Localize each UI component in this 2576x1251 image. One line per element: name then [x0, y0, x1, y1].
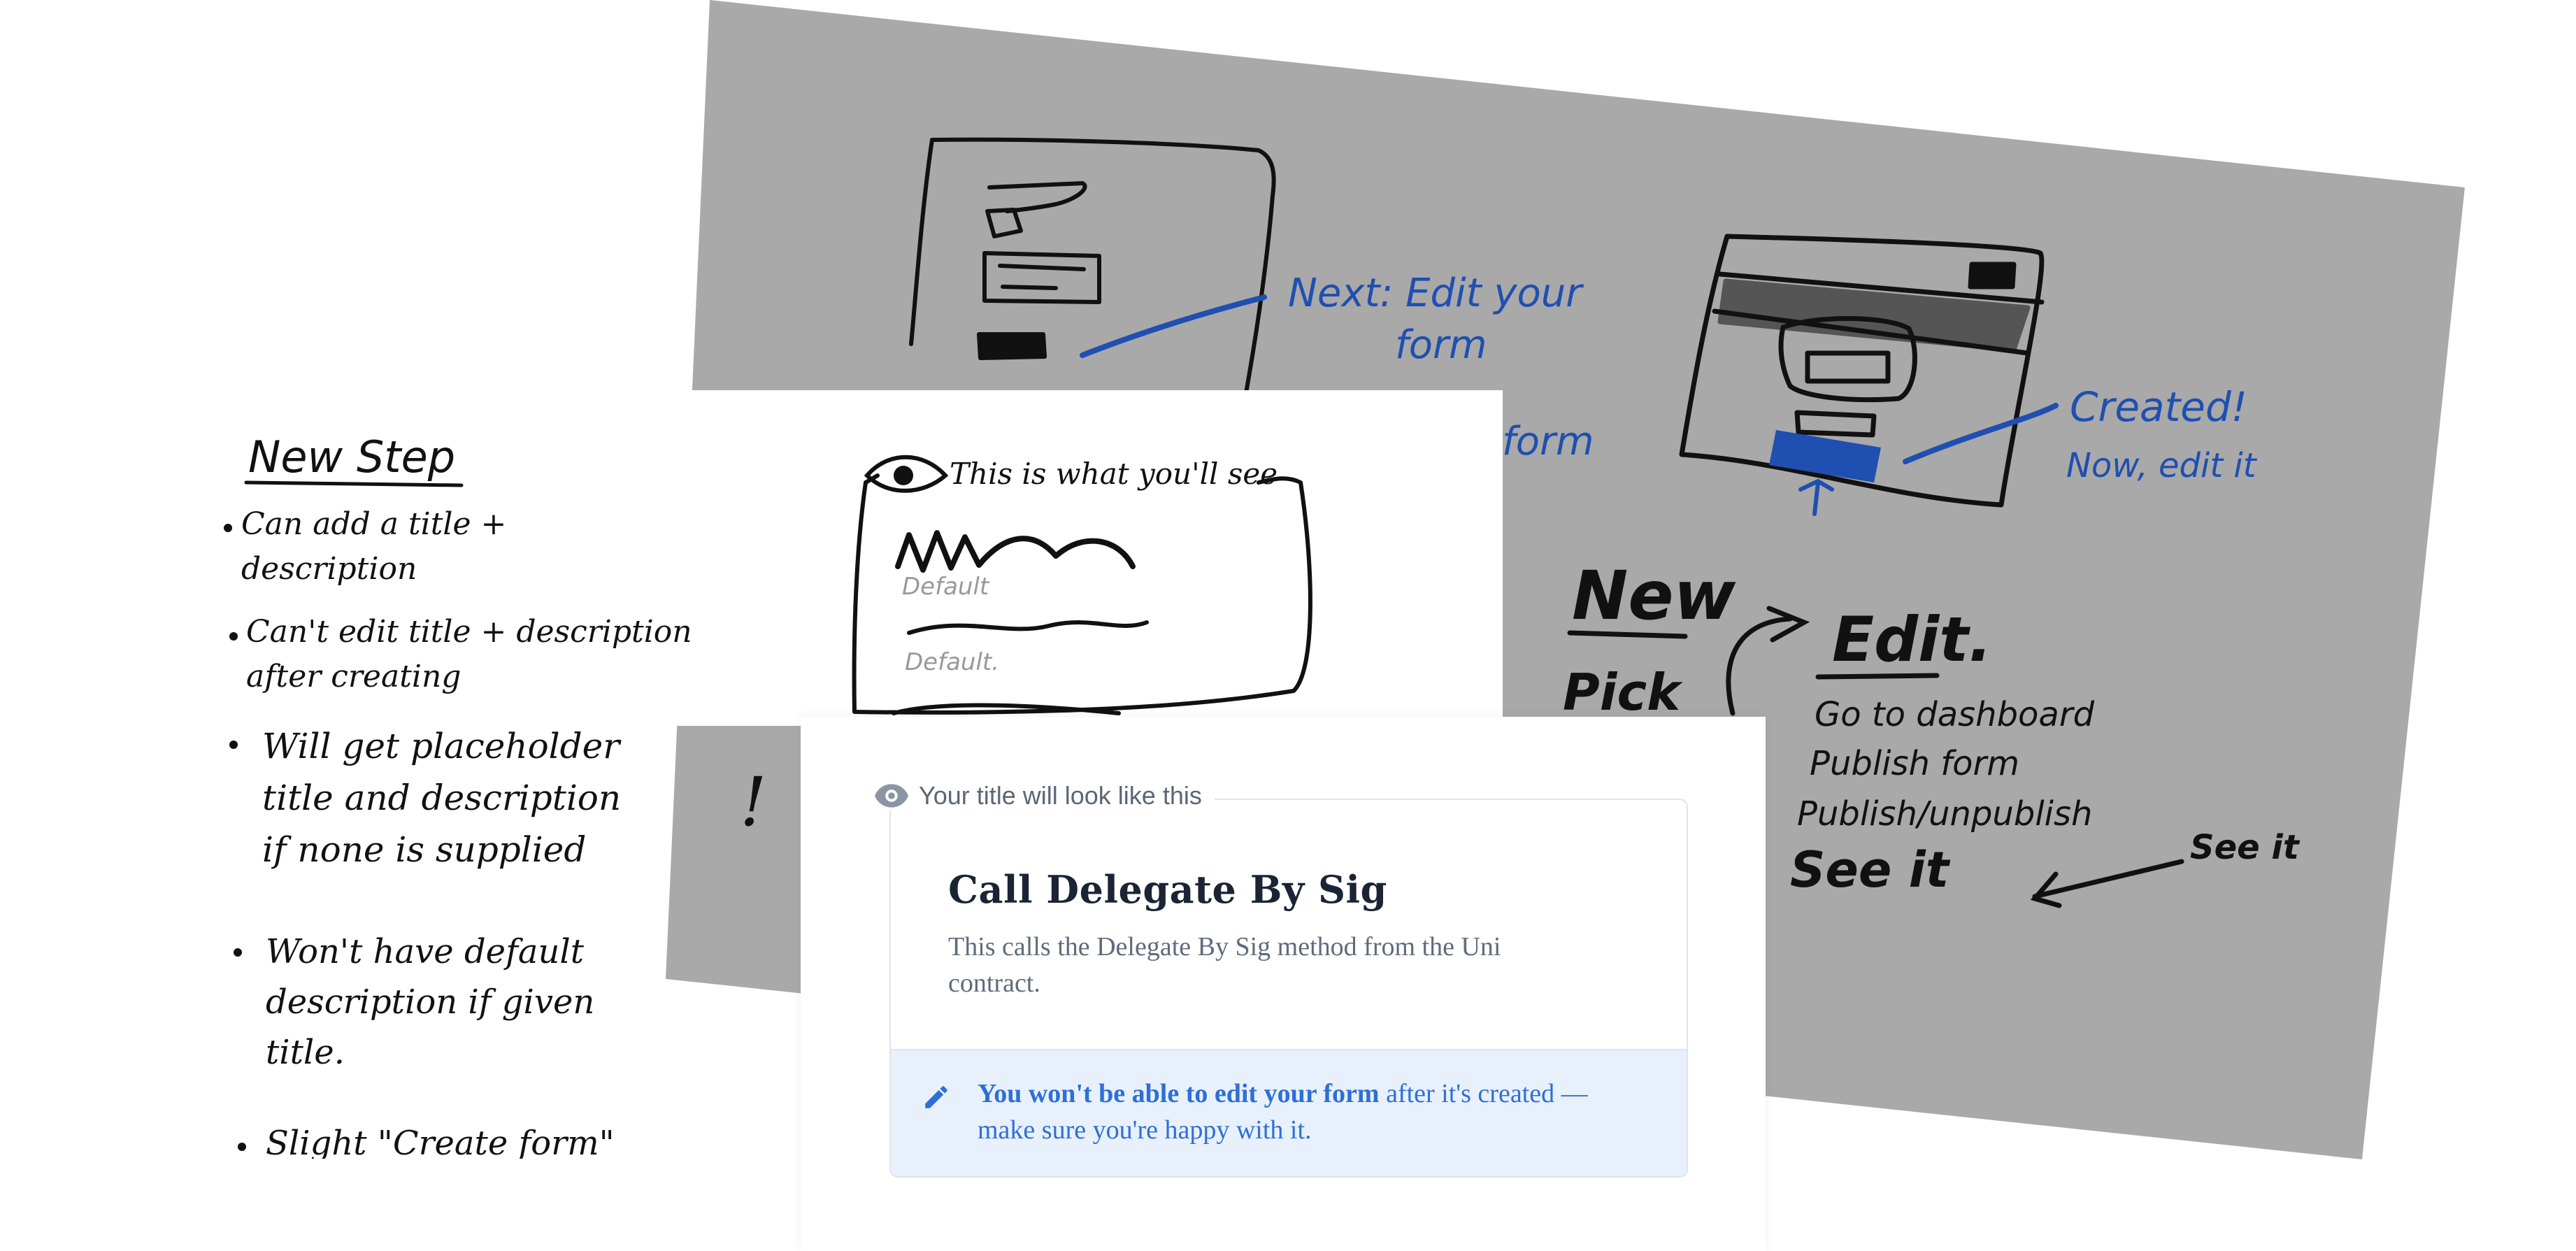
edit-step-3: Publish/unpublish [1797, 794, 2092, 834]
warning-rest: after it's created — make sure you're ha… [978, 1079, 1588, 1145]
note-bullet-3: Will get placeholder title and descripti… [262, 726, 622, 870]
note-bullet-2: Can't edit title + description after cre… [246, 614, 692, 694]
created-note-line1: Created! [2070, 383, 2247, 431]
note-bullet-5: Slight "Create form" [266, 1124, 615, 1159]
eye-icon [864, 455, 949, 493]
warning-text: You won't be able to edit your form afte… [978, 1075, 1635, 1148]
sketch-placeholder-1: Default [902, 573, 990, 601]
see-it-side: See it [2190, 828, 2300, 867]
note-bullet-1: Can add a title + description [241, 506, 507, 587]
notes-heading: New Step [248, 431, 455, 482]
preview-legend: Your title will look like this [874, 781, 1215, 810]
edit-warning-notice: You won't be able to edit your form afte… [891, 1049, 1687, 1176]
note-bullet-4: Won't have default description if given … [266, 932, 595, 1072]
edit-step-1: Go to dashboard [1815, 695, 2095, 734]
flow-pick: Pick [1563, 663, 1683, 722]
sketch-placeholder-2: Default. [905, 648, 999, 676]
form-description: This calls the Delegate By Sig method fr… [948, 932, 1501, 998]
edit-step-2: Publish form [1810, 744, 2019, 783]
pencil-icon [925, 1086, 947, 1108]
form-fragment: form [1502, 419, 1594, 464]
created-note-line2: Now, edit it [2066, 446, 2258, 485]
eye-icon [875, 784, 908, 808]
next-note-line2: form [1395, 322, 1487, 368]
form-title: Call Delegate By Sig [948, 867, 1387, 912]
see-it-bold: See it [1790, 841, 1951, 899]
arrow-icon [1726, 616, 1793, 716]
title-preview-box: Call Delegate By Sig This calls the Dele… [889, 799, 1688, 1178]
preview-legend-text: Your title will look like this [919, 781, 1202, 810]
sketch-caption: This is what you'll see [950, 457, 1278, 491]
stray-mark: ! [740, 763, 767, 841]
flow-new: New [1572, 557, 1736, 635]
next-note-line1: Next: Edit your [1288, 271, 1584, 316]
warning-bold: You won't be able to edit your form [978, 1079, 1380, 1108]
flow-edit: Edit. [1832, 603, 1992, 675]
